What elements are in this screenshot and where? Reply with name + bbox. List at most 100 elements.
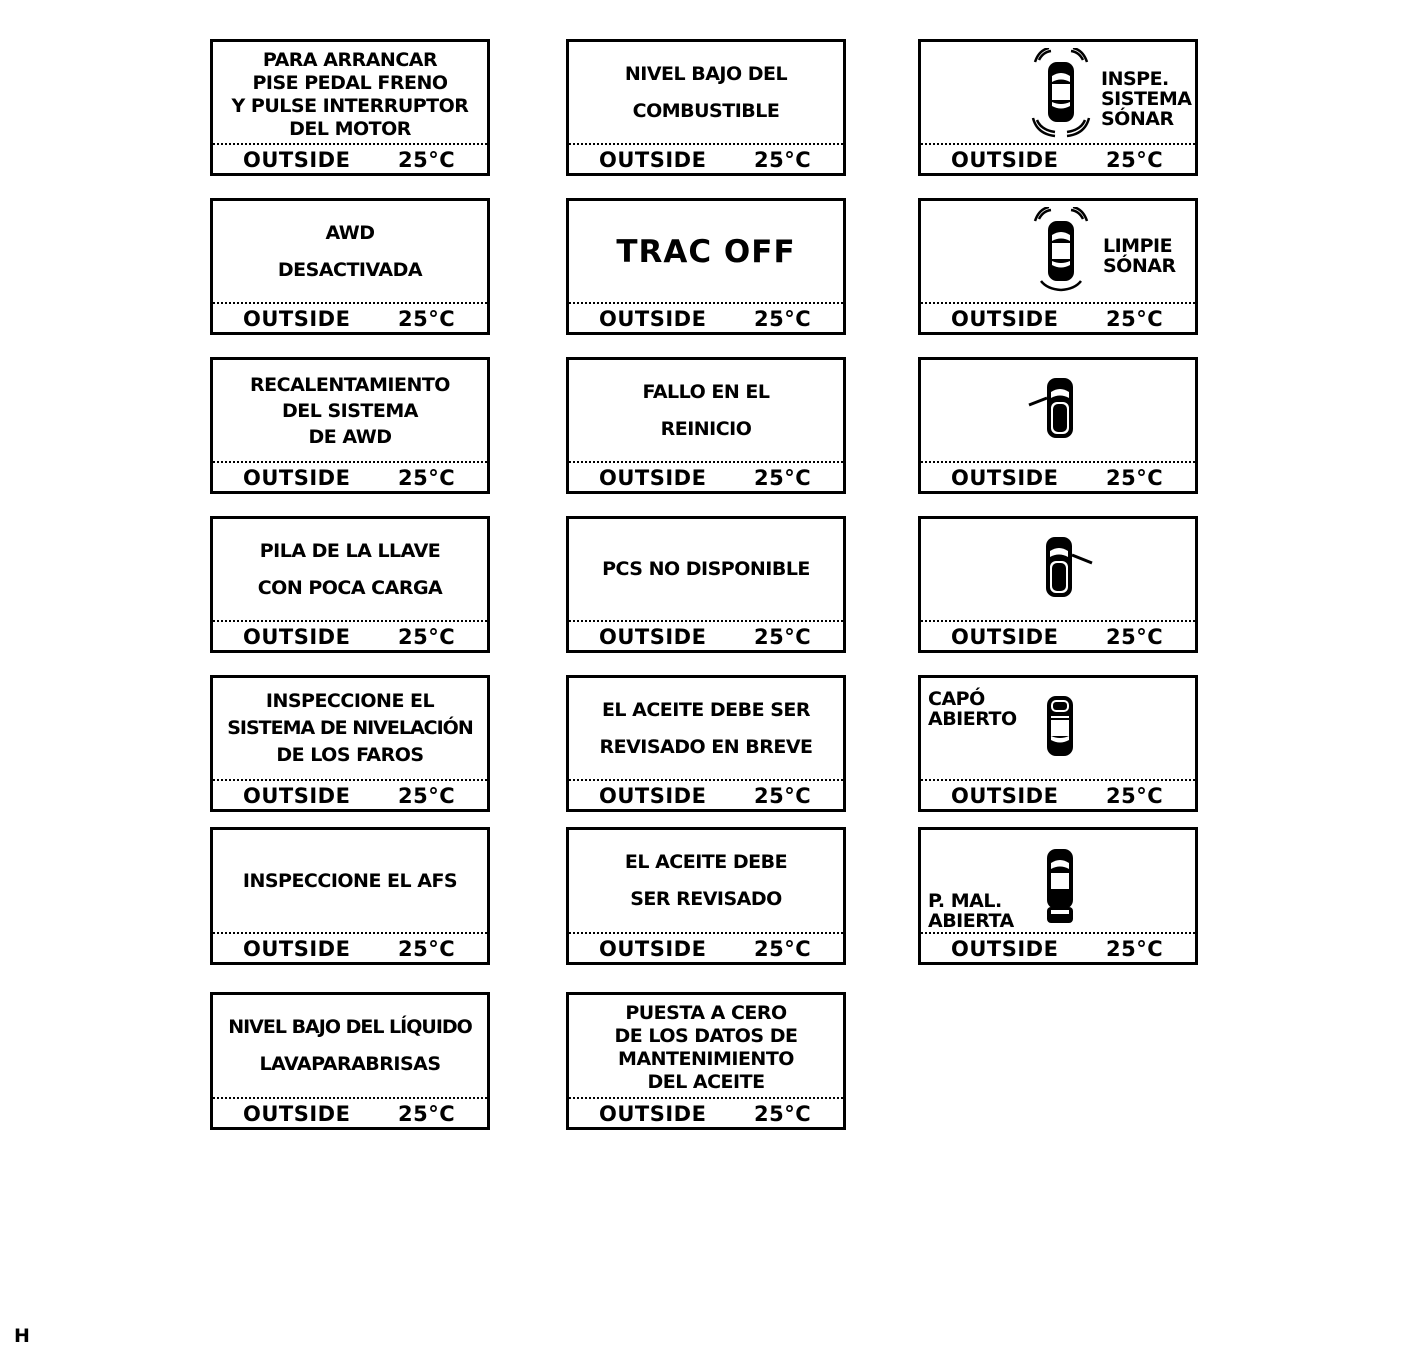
message-text: NIVEL BAJO DEL COMBUSTIBLE [569,42,843,143]
display-panel: LIMPIE SÓNAR OUTSIDE 25°C [918,198,1198,335]
display-panel: OUTSIDE 25°C [918,357,1198,494]
outside-temp-bar: OUTSIDE 25°C [213,143,487,173]
message-line: LAVAPARABRISAS [259,1053,441,1075]
temperature-value: 25°C [754,1102,812,1126]
display-panel: PUESTA A CERO DE LOS DATOS DE MANTENIMIE… [566,992,846,1130]
outside-label: OUTSIDE [243,307,351,331]
figure-mark: H [14,1325,30,1347]
message-line: DEL MOTOR [289,117,411,140]
message-line: EL ACEITE DEBE SER [601,698,811,721]
outside-temp-bar: OUTSIDE 25°C [569,1097,843,1127]
message-line: EL ACEITE DEBE [624,851,788,873]
temperature-value: 25°C [1106,784,1164,808]
outside-label: OUTSIDE [951,937,1059,961]
message-line: CAPÓ [928,688,985,710]
temperature-value: 25°C [398,625,456,649]
outside-temp-bar: OUTSIDE 25°C [569,779,843,809]
message-line: DEL ACEITE [647,1071,765,1093]
message-text: INSPECCIONE EL AFS [213,830,487,932]
outside-label: OUTSIDE [243,784,351,808]
message-line: DE LOS DATOS DE [614,1025,798,1047]
car-trunk-open-icon [1047,849,1073,923]
message-line: MANTENIMIENTO [618,1048,794,1070]
outside-temp-bar: OUTSIDE 25°C [921,302,1195,332]
outside-label: OUTSIDE [599,784,707,808]
message-line: FALLO EN EL [642,380,770,403]
message-line: LIMPIE [1103,235,1173,257]
outside-temp-bar: OUTSIDE 25°C [213,932,487,962]
message-line: REVISADO EN BREVE [599,735,813,758]
message-line: NIVEL BAJO DEL [624,62,788,85]
temperature-value: 25°C [754,625,812,649]
outside-temp-bar: OUTSIDE 25°C [213,302,487,332]
outside-temp-bar: OUTSIDE 25°C [569,461,843,491]
outside-temp-bar: OUTSIDE 25°C [569,143,843,173]
outside-temp-bar: OUTSIDE 25°C [569,932,843,962]
outside-temp-bar: OUTSIDE 25°C [213,779,487,809]
sonar-car-icon [1031,48,1091,138]
message-line: PILA DE LA LLAVE [259,539,441,562]
sonar-car-icon [1033,207,1089,292]
temperature-value: 25°C [1106,466,1164,490]
temperature-value: 25°C [398,466,456,490]
message-line: Y PULSE INTERRUPTOR [231,94,469,117]
message-line: INSPECCIONE EL AFS [242,869,458,892]
outside-label: OUTSIDE [951,625,1059,649]
outside-temp-bar: OUTSIDE 25°C [921,932,1195,962]
message-text: P. MAL. ABIERTA [928,891,1014,931]
message-line: COMBUSTIBLE [632,99,780,122]
message-text: CAPÓ ABIERTO [928,689,1017,729]
message-text: PARA ARRANCAR PISE PEDAL FRENO Y PULSE I… [213,42,487,143]
temperature-value: 25°C [1106,307,1164,331]
outside-label: OUTSIDE [243,148,351,172]
display-panel: CAPÓ ABIERTO OUTSIDE 25°C [918,675,1198,812]
message-line: INSPE. [1101,68,1169,90]
outside-label: OUTSIDE [599,937,707,961]
outside-temp-bar: OUTSIDE 25°C [213,1097,487,1127]
message-text: FALLO EN EL REINICIO [569,360,843,461]
display-panel: PILA DE LA LLAVE CON POCA CARGA OUTSIDE … [210,516,490,653]
temperature-value: 25°C [754,784,812,808]
display-panel: AWD DESACTIVADA OUTSIDE 25°C [210,198,490,335]
display-panel: FALLO EN EL REINICIO OUTSIDE 25°C [566,357,846,494]
display-panel: TRAC OFF OUTSIDE 25°C [566,198,846,335]
outside-label: OUTSIDE [951,784,1059,808]
message-line: RECALENTAMIENTO [250,373,450,396]
outside-label: OUTSIDE [951,148,1059,172]
message-line: PARA ARRANCAR [262,48,438,71]
outside-temp-bar: OUTSIDE 25°C [213,620,487,650]
message-line: P. MAL. [928,890,1002,912]
temperature-value: 25°C [398,148,456,172]
outside-label: OUTSIDE [599,148,707,172]
car-hood-open-icon [1047,696,1073,756]
message-line: ABIERTO [928,708,1017,730]
message-line: DEL SISTEMA [282,399,418,422]
outside-temp-bar: OUTSIDE 25°C [569,620,843,650]
display-panel: EL ACEITE DEBE SER REVISADO EN BREVE OUT… [566,675,846,812]
display-panel: INSPECCIONE EL AFS OUTSIDE 25°C [210,827,490,965]
outside-temp-bar: OUTSIDE 25°C [921,461,1195,491]
display-panel: P. MAL. ABIERTA OUTSIDE 25°C [918,827,1198,965]
display-panel: NIVEL BAJO DEL LÍQUIDO LAVAPARABRISAS OU… [210,992,490,1130]
message-line: NIVEL BAJO DEL LÍQUIDO [228,1016,473,1038]
display-panel: OUTSIDE 25°C [918,516,1198,653]
message-text: INSPE. SISTEMA SÓNAR [1101,69,1192,129]
display-panel: PCS NO DISPONIBLE OUTSIDE 25°C [566,516,846,653]
display-panel: RECALENTAMIENTO DEL SISTEMA DE AWD OUTSI… [210,357,490,494]
message-line: PISE PEDAL FRENO [252,71,448,94]
display-panel: PARA ARRANCAR PISE PEDAL FRENO Y PULSE I… [210,39,490,176]
outside-label: OUTSIDE [243,1102,351,1126]
message-text: NIVEL BAJO DEL LÍQUIDO LAVAPARABRISAS [213,995,487,1097]
message-line: PUESTA A CERO [625,1002,787,1024]
message-text: EL ACEITE DEBE SER REVISADO EN BREVE [569,678,843,779]
message-line: DE AWD [308,425,392,448]
outside-label: OUTSIDE [951,307,1059,331]
message-line: SER REVISADO [630,888,782,910]
temperature-value: 25°C [1106,625,1164,649]
outside-label: OUTSIDE [243,937,351,961]
temperature-value: 25°C [1106,148,1164,172]
outside-label: OUTSIDE [599,466,707,490]
outside-temp-bar: OUTSIDE 25°C [569,302,843,332]
display-panel: NIVEL BAJO DEL COMBUSTIBLE OUTSIDE 25°C [566,39,846,176]
outside-temp-bar: OUTSIDE 25°C [213,461,487,491]
